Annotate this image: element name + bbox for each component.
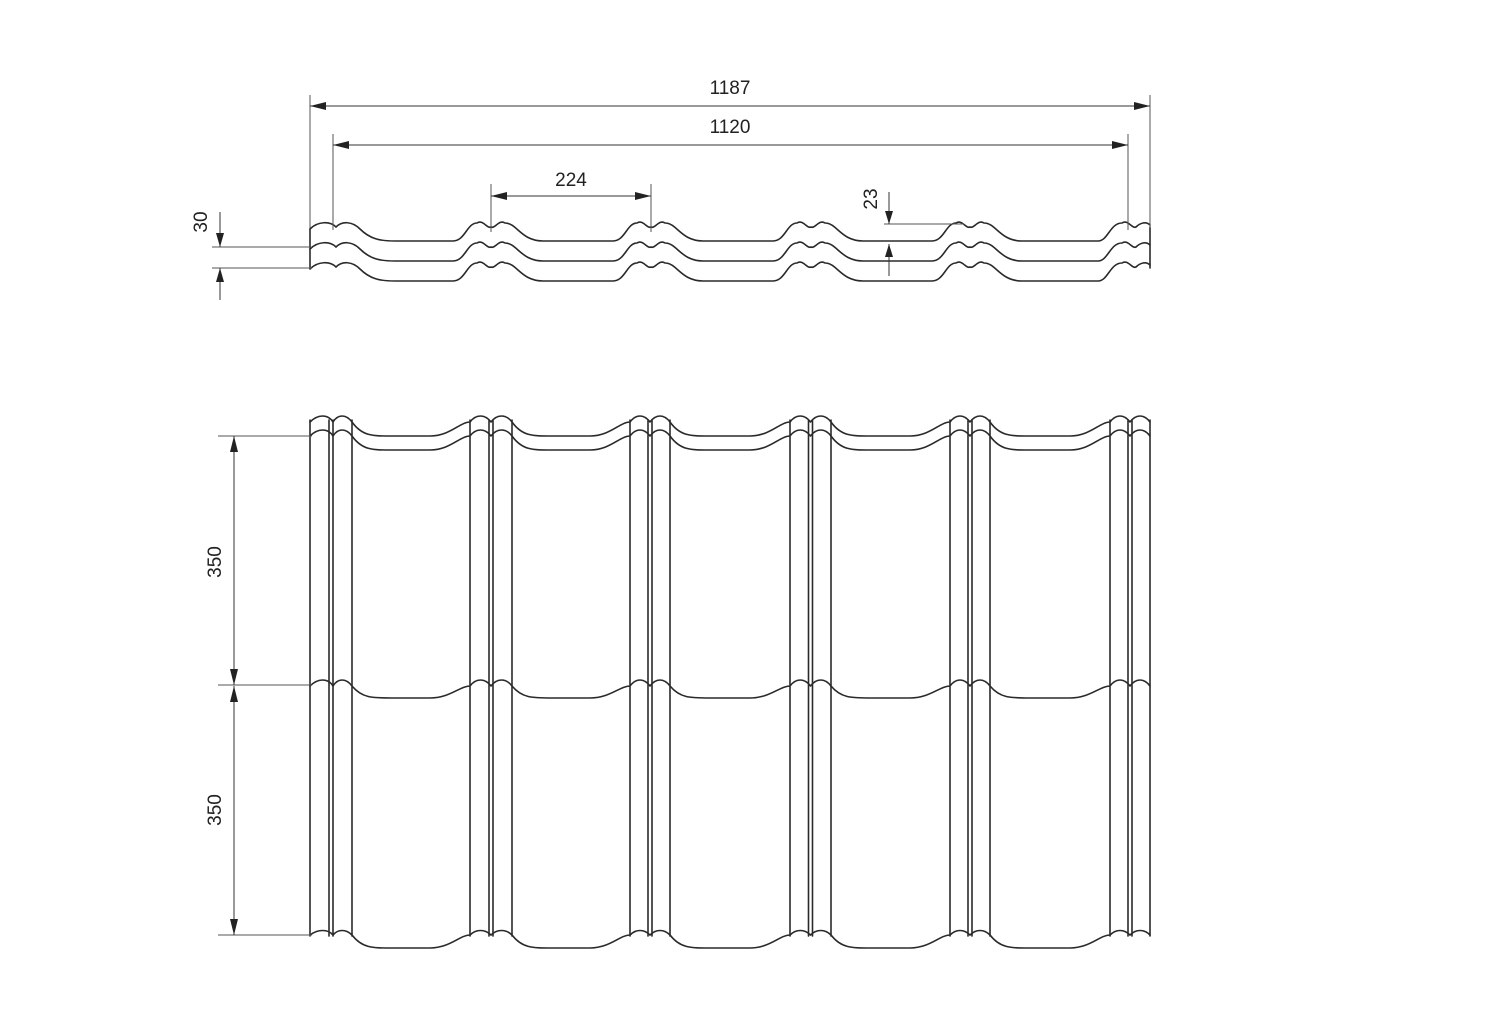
label-wave-pitch: 224 [555, 170, 587, 191]
dimension-row-length-bottom: 350 [205, 686, 312, 936]
label-row-length-top: 350 [205, 546, 226, 578]
label-effective-width: 1120 [710, 117, 751, 138]
panel-bottom-edge [309, 929, 1151, 949]
dimension-effective-width: 1120 [332, 117, 1129, 230]
label-profile-height: 30 [191, 211, 212, 232]
dimension-step-height: 23 [861, 188, 964, 276]
cross-section-profile [309, 221, 1151, 282]
panel-top-edge [309, 415, 1151, 437]
dimension-overall-width: 1187 [309, 78, 1151, 228]
dimension-row-length-top: 350 [205, 435, 312, 686]
profile-line-top [309, 221, 1151, 242]
plan-view [309, 415, 1151, 949]
panel-middle-step [309, 679, 1151, 699]
profile-line-middle [309, 241, 1151, 262]
label-row-length-bottom: 350 [205, 794, 226, 826]
dimension-profile-height: 30 [191, 211, 312, 300]
profile-line-bottom [309, 261, 1151, 282]
panel-top-step [309, 429, 1151, 451]
dimension-wave-pitch: 224 [490, 170, 652, 232]
label-overall-width: 1187 [710, 78, 751, 99]
label-step-height: 23 [861, 188, 882, 209]
